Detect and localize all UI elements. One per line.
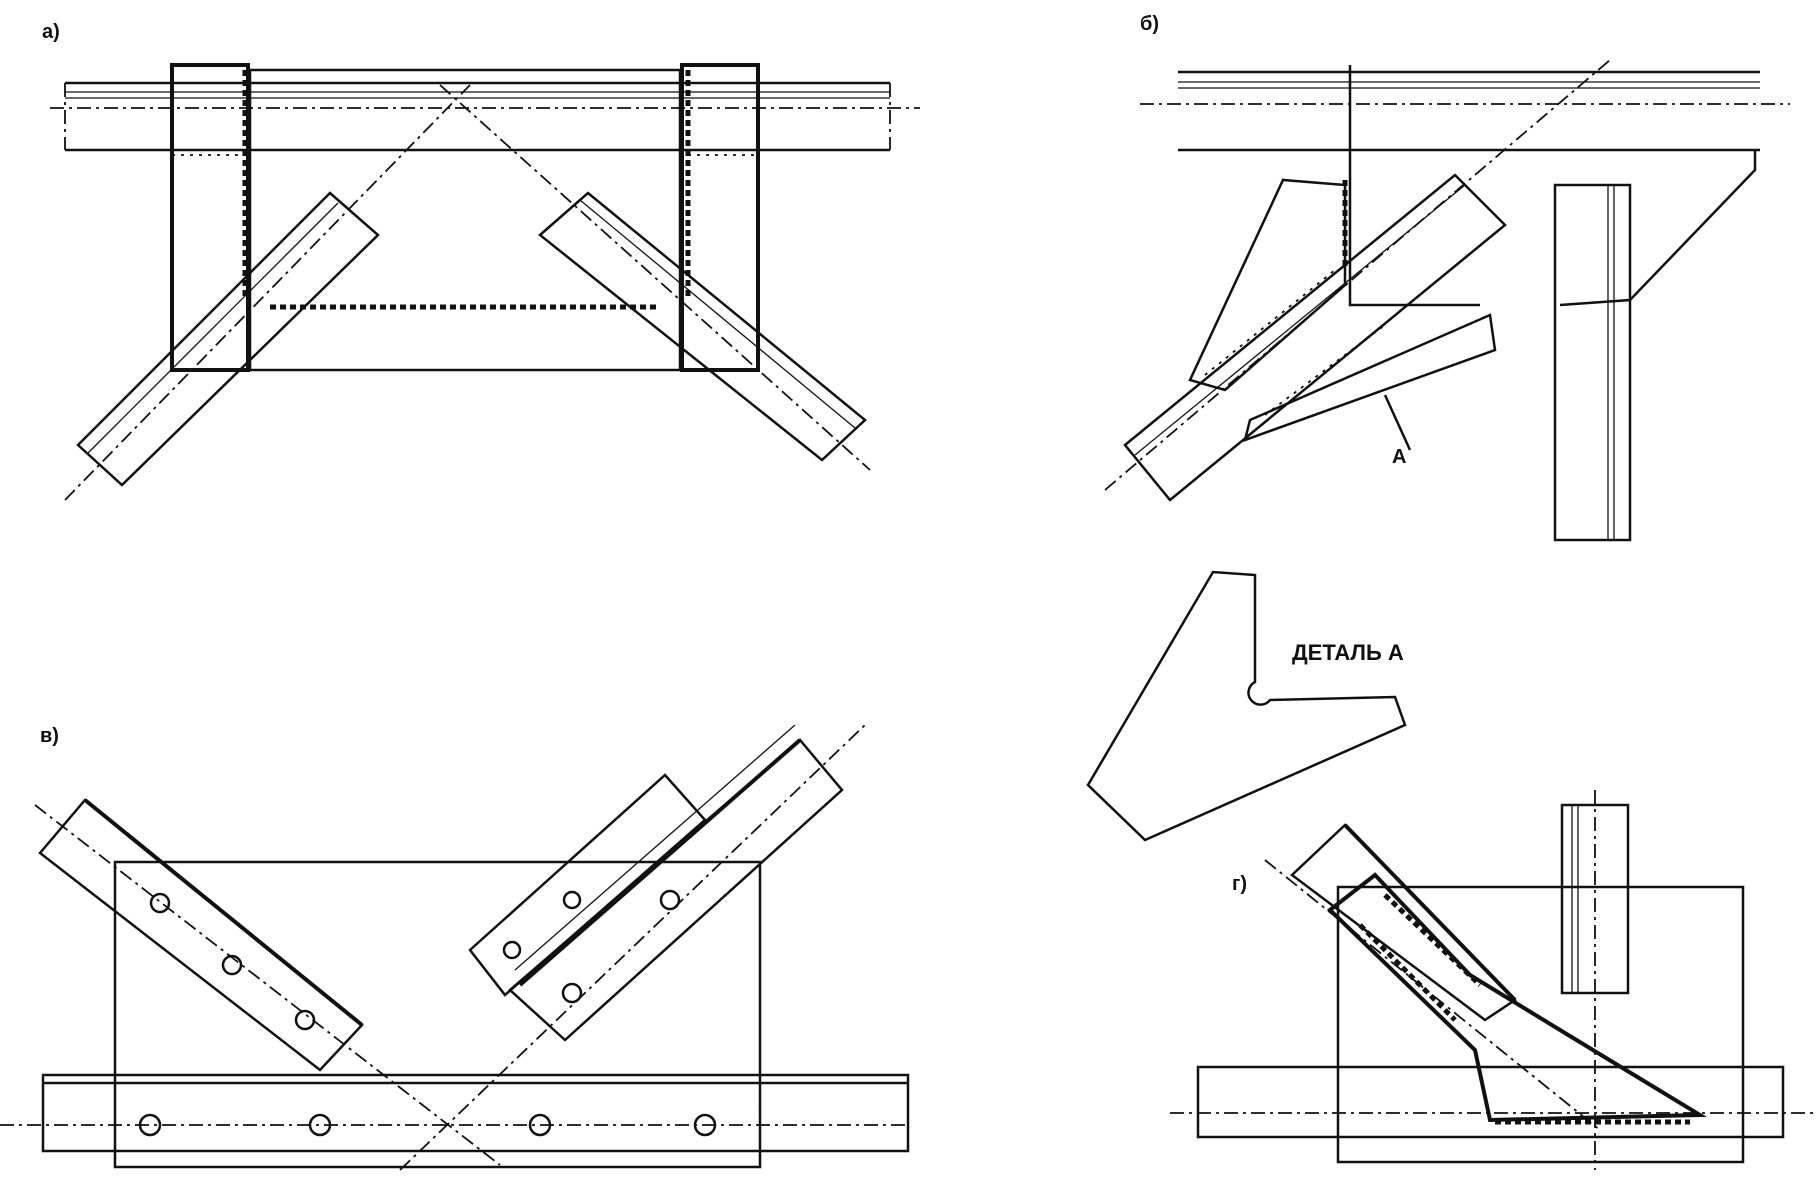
panel-v-label: в) [40,725,59,747]
panel-a-welded-joint [50,63,920,501]
detail-a-title: ДЕТАЛЬ А [1292,640,1404,665]
detail-a-marker: А [1392,446,1406,468]
panel-g-welded-joint [1170,790,1816,1170]
panel-a-label: а) [42,21,60,43]
panel-v-bolted-joint [0,724,910,1171]
panel-g-label: г) [1232,873,1247,895]
panel-b-gusset-joint [1104,59,1790,542]
detail-a-shape [1086,570,1407,842]
panel-b-label: б) [1140,13,1159,35]
